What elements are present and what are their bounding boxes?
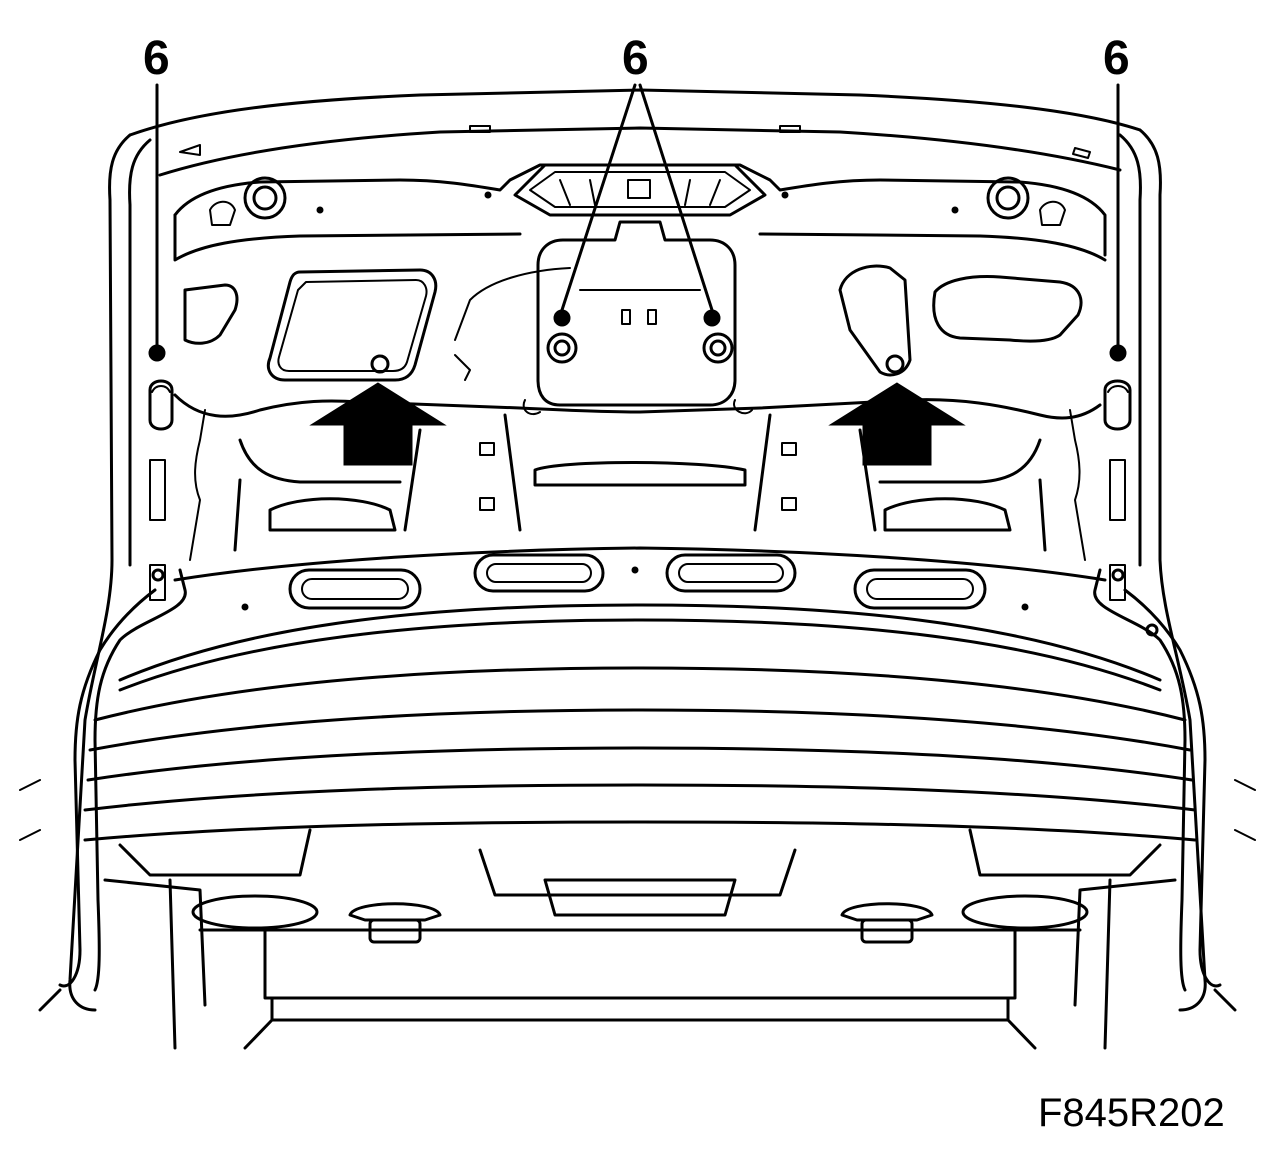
left-panel-opening: [183, 268, 438, 382]
lid-top-edge: [128, 88, 1142, 177]
right-fastener-group: [1103, 344, 1132, 431]
callout-number-center: 6: [622, 32, 649, 85]
callout-number-left: 6: [143, 32, 170, 85]
center-plate: [536, 220, 737, 407]
left-fastener-group: [148, 344, 174, 431]
middle-panel: [149, 413, 1126, 601]
right-panel-opening: [838, 264, 1083, 377]
callout-number-right: 6: [1103, 32, 1130, 85]
figure-code: F845R202: [1038, 1091, 1225, 1135]
right-arrow-icon: [828, 382, 966, 466]
upper-inner-panel: [173, 163, 1107, 262]
lower-lid-section: [83, 603, 1197, 842]
left-arrow-icon: [309, 382, 447, 466]
leader-lines: [155, 83, 1120, 347]
lower-body-section: [103, 828, 1177, 1050]
left-hinge: [58, 568, 187, 992]
right-hinge: [1093, 568, 1222, 992]
slot-row: [151, 546, 1159, 637]
wiring-harness: [173, 267, 1102, 561]
body-outline: [19, 128, 1256, 1012]
